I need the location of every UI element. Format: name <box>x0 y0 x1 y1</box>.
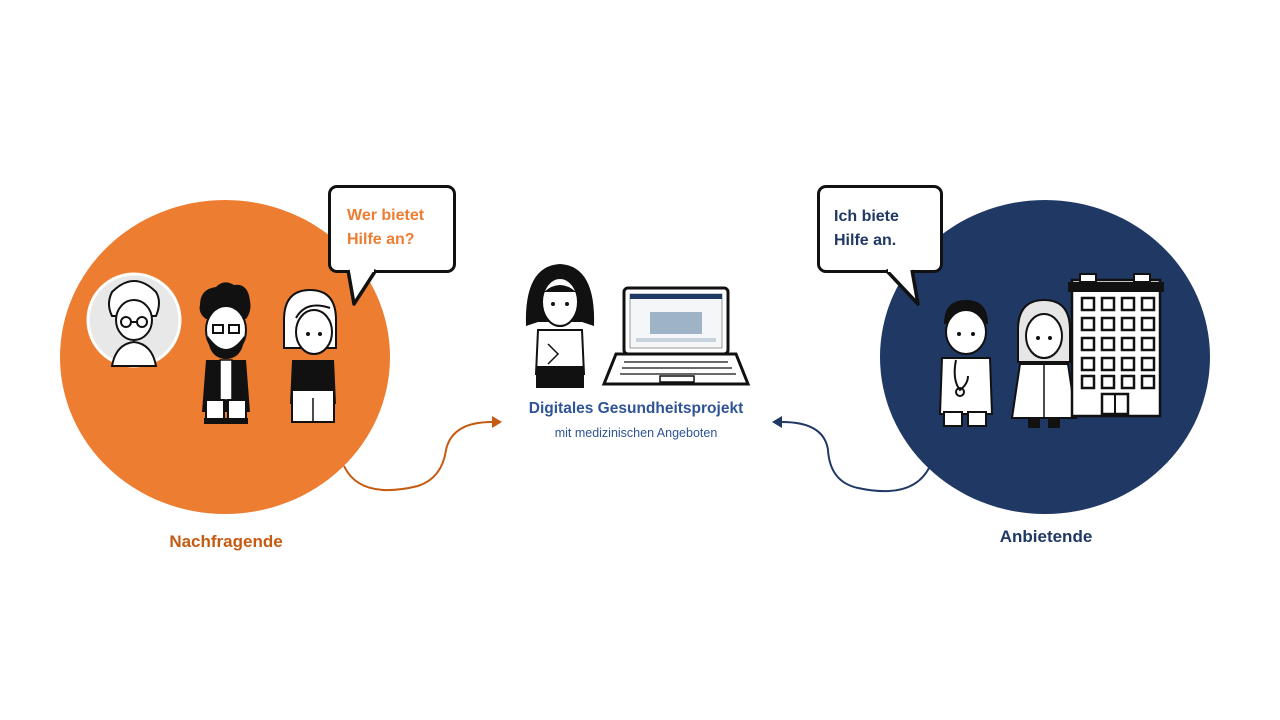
seekers-figures-illustration <box>86 272 337 424</box>
doctor-figure <box>938 300 994 427</box>
hospital-building-icon <box>1068 273 1164 418</box>
providers-label: Anbietende <box>999 527 1093 546</box>
bearded-man-figure <box>199 282 251 424</box>
seekers-speech-bubble: Wer bietet Hilfe an? <box>328 185 456 273</box>
providers-bubble-tail <box>884 268 920 306</box>
project-woman-figure <box>525 264 595 388</box>
providers-answer-line-1: Ich biete <box>834 208 899 225</box>
providers-arrow <box>772 416 931 493</box>
laptop-icon <box>601 286 751 386</box>
seekers-question-line-1: Wer bietet <box>347 207 425 224</box>
seekers-arrow <box>343 416 502 492</box>
female-doctor-figure <box>1010 298 1078 428</box>
elderly-person-figure <box>86 272 182 368</box>
providers-figures-illustration <box>938 273 1164 428</box>
project-illustration <box>525 264 751 388</box>
project-subtitle: mit medizinischen Angeboten <box>554 426 718 440</box>
providers-speech-bubble: Ich biete Hilfe an. <box>817 185 943 273</box>
seekers-question-line-2: Hilfe an? <box>347 231 415 248</box>
providers-answer-line-2: Hilfe an. <box>834 232 897 249</box>
seekers-bubble-tail <box>346 268 378 306</box>
project-title: Digitales Gesundheitsprojekt <box>528 400 744 417</box>
seekers-label: Nachfragende <box>169 532 283 551</box>
young-woman-figure <box>283 288 337 423</box>
